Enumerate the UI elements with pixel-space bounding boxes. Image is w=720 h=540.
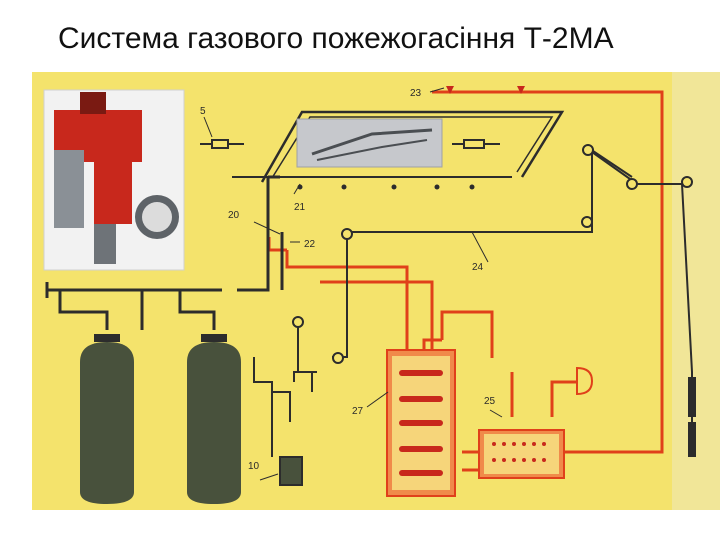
heat-detectors [446, 86, 525, 94]
label-5: 5 [200, 106, 206, 117]
gas-cylinders [80, 334, 241, 504]
label-20: 20 [228, 210, 240, 221]
label-22: 22 [304, 239, 316, 250]
label-23: 23 [410, 88, 422, 99]
control-panel-icon [386, 349, 456, 497]
label-24: 24 [472, 262, 484, 273]
control-unit-icon [478, 429, 565, 479]
extinguishing-system-diagram: 5 10 20 21 22 23 24 25 27 [32, 72, 720, 510]
gas-pipes [45, 110, 565, 330]
pulleys [292, 144, 693, 364]
gas-cylinder-icon [80, 334, 134, 504]
detector-photo-icon [296, 118, 443, 168]
label-27: 27 [352, 406, 364, 417]
gas-cylinder-icon [187, 334, 241, 504]
label-21: 21 [294, 202, 306, 213]
valve-photo-icon [43, 89, 185, 271]
leader-lines [203, 87, 503, 481]
label-25: 25 [484, 396, 496, 407]
alarm-siren-icon [576, 366, 594, 396]
slide-title: Система газового пожежогасіння Т-2МА [58, 22, 614, 55]
detector-5 [200, 139, 500, 149]
spray-nozzles [297, 184, 475, 190]
signal-rod [688, 377, 696, 457]
manual-release [253, 357, 313, 486]
label-10: 10 [248, 461, 260, 472]
